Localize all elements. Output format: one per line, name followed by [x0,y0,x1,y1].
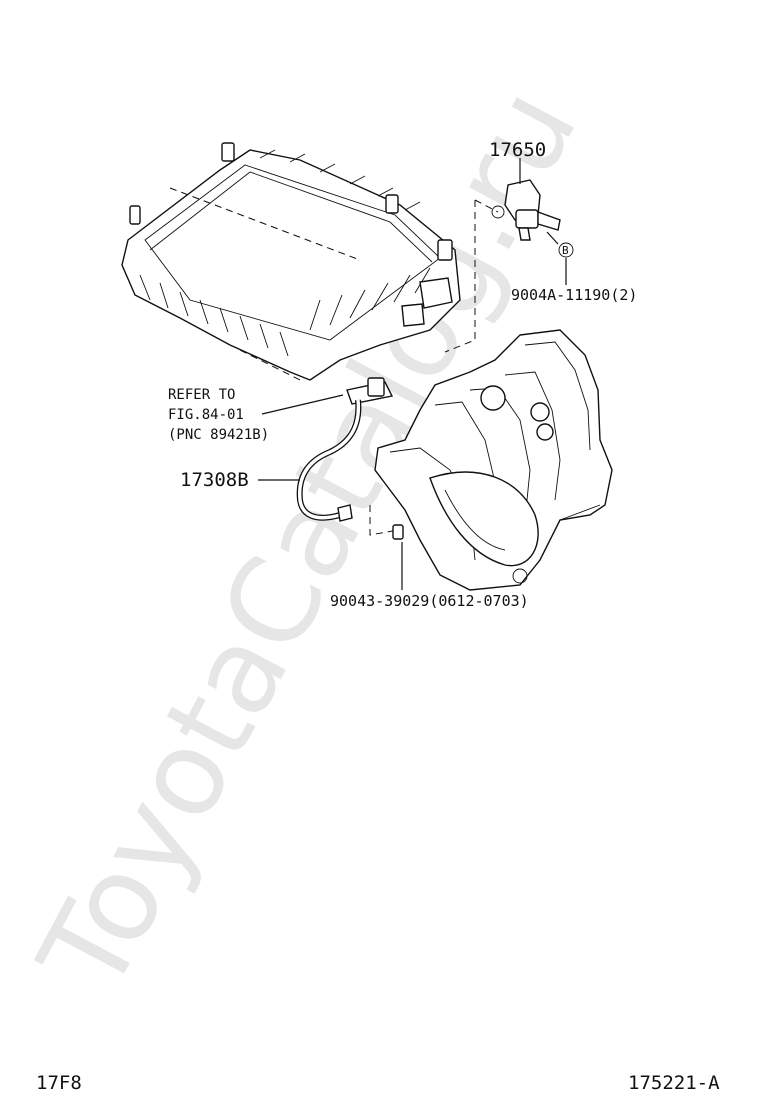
footer-left-code: 17F8 [36,1072,82,1094]
ref-marker-b-label: B [562,244,569,257]
label-refer-line3: (PNC 89421B) [168,427,269,443]
plug-90043 [392,524,404,540]
air-cleaner-assembly [121,142,461,381]
intake-manifold [374,329,613,591]
label-plug-90043: 90043-39029(0612-0703) [330,592,529,610]
relation-line [474,199,499,213]
vacuum-valve-17650 [491,179,561,241]
label-refer-line2: FIG.84-01 [168,407,244,423]
label-refer-line1: REFER TO [168,387,235,403]
ref-marker-b [558,242,574,258]
footer-right-code: 175221-A [628,1072,720,1094]
relation-line [369,505,399,536]
label-valve-17650: 17650 [489,139,546,161]
relation-line [444,200,476,353]
label-bolt-9004a: 9004A-11190(2) [511,286,637,304]
vacuum-hose-17308b [296,377,394,522]
label-hose-17308b: 17308B [180,469,249,491]
